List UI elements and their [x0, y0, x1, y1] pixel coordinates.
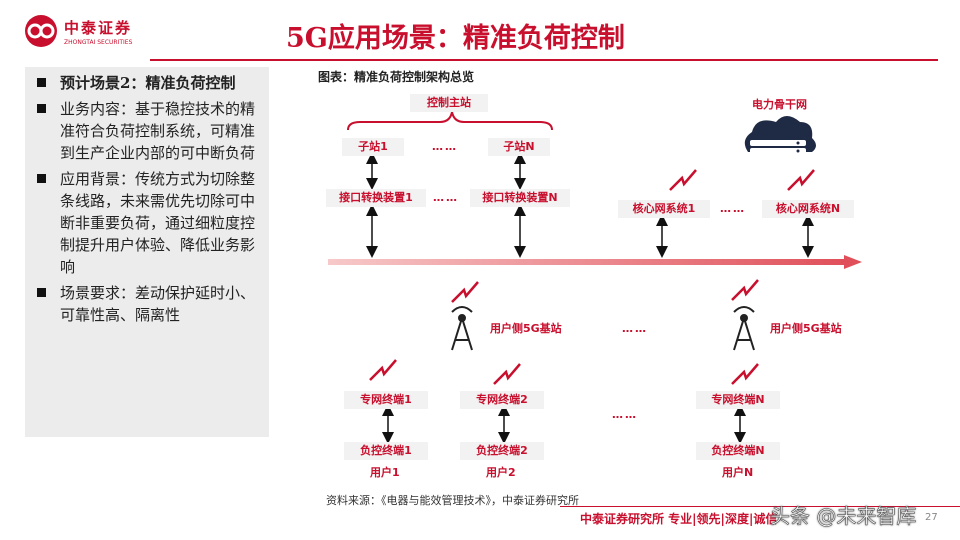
label-user-n: 用户N	[722, 466, 754, 479]
label-user-1: 用户1	[370, 466, 400, 479]
node-substation-1: 子站1	[342, 138, 404, 156]
node-interface-n: 接口转换装置N	[470, 189, 570, 207]
signal-icon	[731, 279, 759, 301]
bullet-item: 场景要求：差动保护延时小、可靠性高、隔离性	[35, 282, 261, 326]
signal-icon	[451, 281, 479, 303]
signal-icon	[669, 169, 697, 191]
ellipsis: ……	[612, 408, 638, 421]
label-backbone: 电力骨干网	[752, 98, 807, 111]
brand-name-en: ZHONGTAI SECURITIES	[64, 38, 133, 46]
footer-divider	[560, 506, 960, 507]
label-base-station-1: 用户侧5G基站	[490, 322, 562, 335]
bullet-square-icon	[37, 104, 46, 113]
bullet-square-icon	[37, 174, 46, 183]
page-number: 27	[925, 512, 938, 523]
node-core-1: 核心网系统1	[618, 200, 710, 218]
brand-name: 中泰证券	[64, 18, 133, 37]
bullet-item: 应用背景：传统方式为切除整条线路，未来需优先切除可中断非重要负荷，通过细粒度控制…	[35, 168, 261, 278]
node-load-terminal-n: 负控终端N	[696, 442, 780, 460]
network-bus	[328, 259, 844, 265]
node-terminal-1: 专网终端1	[344, 391, 428, 409]
node-load-terminal-2: 负控终端2	[460, 442, 544, 460]
logo-icon	[25, 15, 57, 47]
bullet-text: 场景要求：差动保护延时小、可靠性高、隔离性	[60, 284, 256, 324]
brace-connector	[347, 111, 553, 131]
bullet-item: 业务内容：基于稳控技术的精准符合负荷控制系统，可精准到生产企业内部的可中断负荷	[35, 98, 261, 164]
ellipsis: ……	[622, 322, 648, 335]
cloud-server-icon	[744, 116, 816, 154]
ellipsis: ……	[432, 140, 458, 153]
figure-caption: 图表：精准负荷控制架构总览	[318, 70, 475, 84]
page-title: 5G应用场景：精准负荷控制	[286, 23, 625, 54]
brand-logo: 中泰证券 ZHONGTAI SECURITIES	[24, 14, 132, 48]
left-panel: 预计场景2：精准负荷控制 业务内容：基于稳控技术的精准符合负荷控制系统，可精准到…	[25, 67, 269, 437]
node-core-n: 核心网系统N	[762, 200, 854, 218]
label-user-2: 用户2	[486, 466, 516, 479]
signal-icon	[369, 359, 397, 381]
node-substation-n: 子站N	[488, 138, 550, 156]
bullet-item: 预计场景2：精准负荷控制	[35, 72, 261, 94]
signal-icon	[493, 363, 521, 385]
signal-icon	[731, 363, 759, 385]
footer-text: 中泰证券研究所 专业|领先|深度|诚信	[580, 512, 778, 526]
node-control-master: 控制主站	[410, 94, 488, 112]
bullet-text: 应用背景：传统方式为切除整条线路，未来需优先切除可中断非重要负荷，通过细粒度控制…	[60, 170, 256, 276]
title-divider	[150, 59, 938, 61]
bus-arrowhead	[844, 255, 862, 269]
node-terminal-2: 专网终端2	[460, 391, 544, 409]
source-note: 资料来源：《电器与能效管理技术》，中泰证券研究所	[326, 494, 579, 507]
node-load-terminal-1: 负控终端1	[344, 442, 428, 460]
node-interface-1: 接口转换装置1	[326, 189, 426, 207]
label-base-station-2: 用户侧5G基站	[770, 322, 842, 335]
bullet-text: 业务内容：基于稳控技术的精准符合负荷控制系统，可精准到生产企业内部的可中断负荷	[60, 100, 256, 162]
bullet-text: 预计场景2：精准负荷控制	[60, 74, 236, 92]
ellipsis: ……	[720, 202, 746, 215]
signal-icon	[787, 169, 815, 191]
tower-icon	[733, 306, 755, 351]
ellipsis: ……	[433, 191, 459, 204]
node-terminal-n: 专网终端N	[696, 391, 780, 409]
watermark: 头条 @未来智库	[770, 504, 917, 529]
bullet-square-icon	[37, 288, 46, 297]
tower-icon	[451, 306, 473, 351]
bullet-square-icon	[37, 78, 46, 87]
